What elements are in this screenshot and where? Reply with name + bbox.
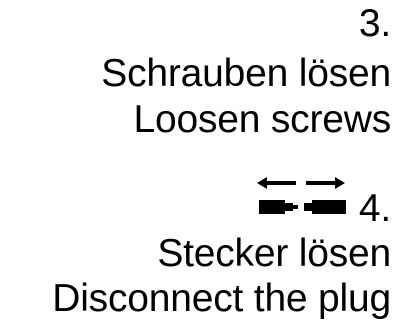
step-text-english: Disconnect the plug: [52, 277, 391, 320]
step-text-german: Stecker lösen: [157, 232, 391, 275]
plug-female-icon: [304, 200, 346, 214]
step-number: 3.: [358, 2, 391, 45]
plug-male-icon: [259, 200, 298, 214]
step-text-english: Loosen screws: [133, 98, 391, 141]
plug-disconnect-icon: [257, 177, 346, 214]
arrow-left-icon: [257, 177, 296, 189]
step-number: 4.: [358, 187, 391, 230]
arrow-right-icon: [306, 177, 345, 189]
step-text-german: Schrauben lösen: [101, 52, 391, 95]
